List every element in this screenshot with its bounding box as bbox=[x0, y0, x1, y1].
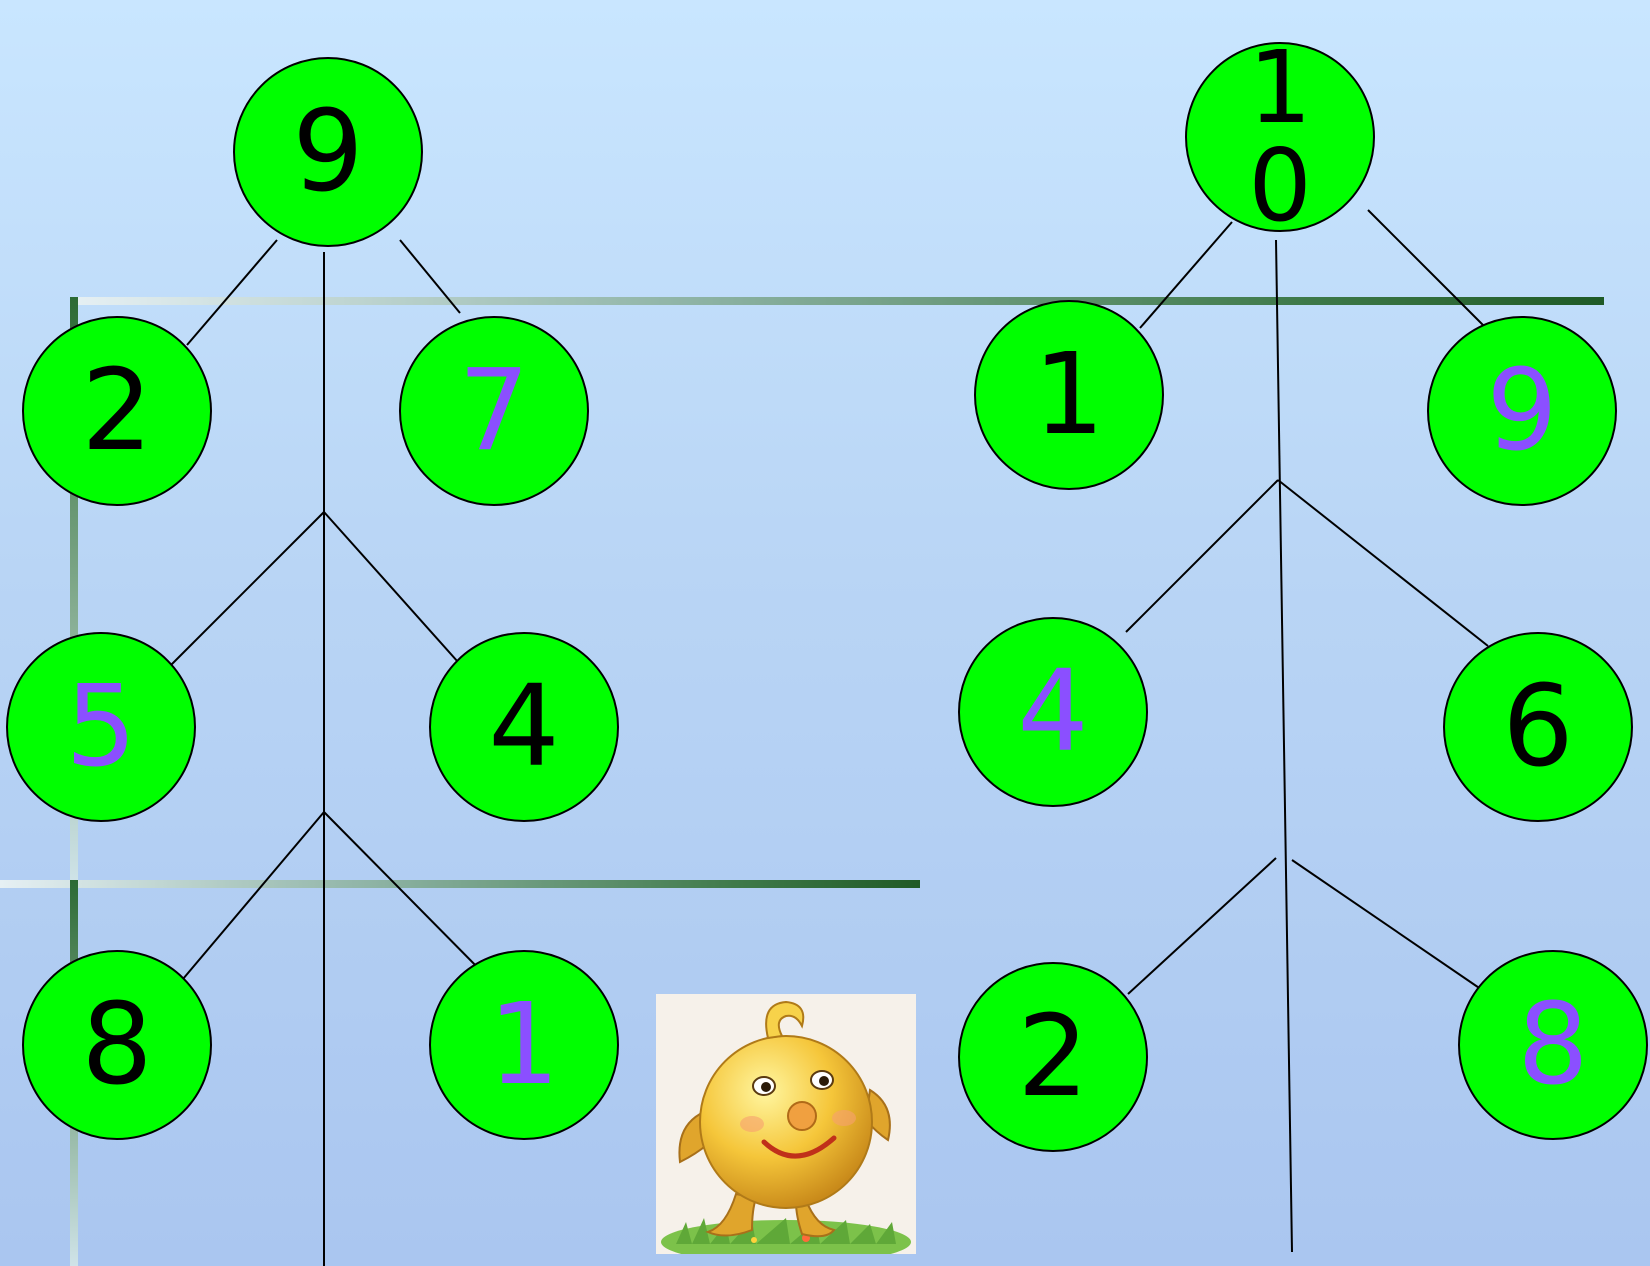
branch-line bbox=[1140, 222, 1232, 328]
node-right-row1-answer: 7 bbox=[399, 316, 589, 506]
node-right-row3-answer: 8 bbox=[1458, 950, 1648, 1140]
branch-line bbox=[1128, 858, 1276, 994]
node-left-row2-answer: 4 bbox=[958, 617, 1148, 807]
branch-line bbox=[1368, 210, 1488, 330]
branch-line bbox=[1292, 860, 1488, 994]
branch-line bbox=[400, 240, 460, 313]
branch-line bbox=[324, 512, 458, 662]
node-right-row2: 4 bbox=[429, 632, 619, 822]
branch-line bbox=[1278, 480, 1488, 646]
node-right-row2: 6 bbox=[1443, 632, 1633, 822]
branch-line bbox=[172, 812, 324, 992]
node-left-row3: 2 bbox=[958, 962, 1148, 1152]
root-digit-one: 1 bbox=[1248, 39, 1312, 137]
root-node-nine: 9 bbox=[233, 57, 423, 247]
branch-line bbox=[160, 512, 324, 676]
branch-line bbox=[324, 812, 490, 980]
trunk-line bbox=[1276, 240, 1292, 1252]
root-digit-zero: 0 bbox=[1248, 137, 1312, 235]
branch-line bbox=[1126, 480, 1278, 632]
root-node-ten: 1 0 bbox=[1185, 42, 1375, 232]
node-left-row2-answer: 5 bbox=[6, 632, 196, 822]
branch-line bbox=[187, 240, 277, 345]
kolobok-smiling-bun-icon bbox=[656, 994, 916, 1254]
node-left-row1: 2 bbox=[22, 316, 212, 506]
node-right-row1-answer: 9 bbox=[1427, 316, 1617, 506]
node-right-row3-answer: 1 bbox=[429, 950, 619, 1140]
node-left-row1: 1 bbox=[974, 300, 1164, 490]
node-left-row3: 8 bbox=[22, 950, 212, 1140]
